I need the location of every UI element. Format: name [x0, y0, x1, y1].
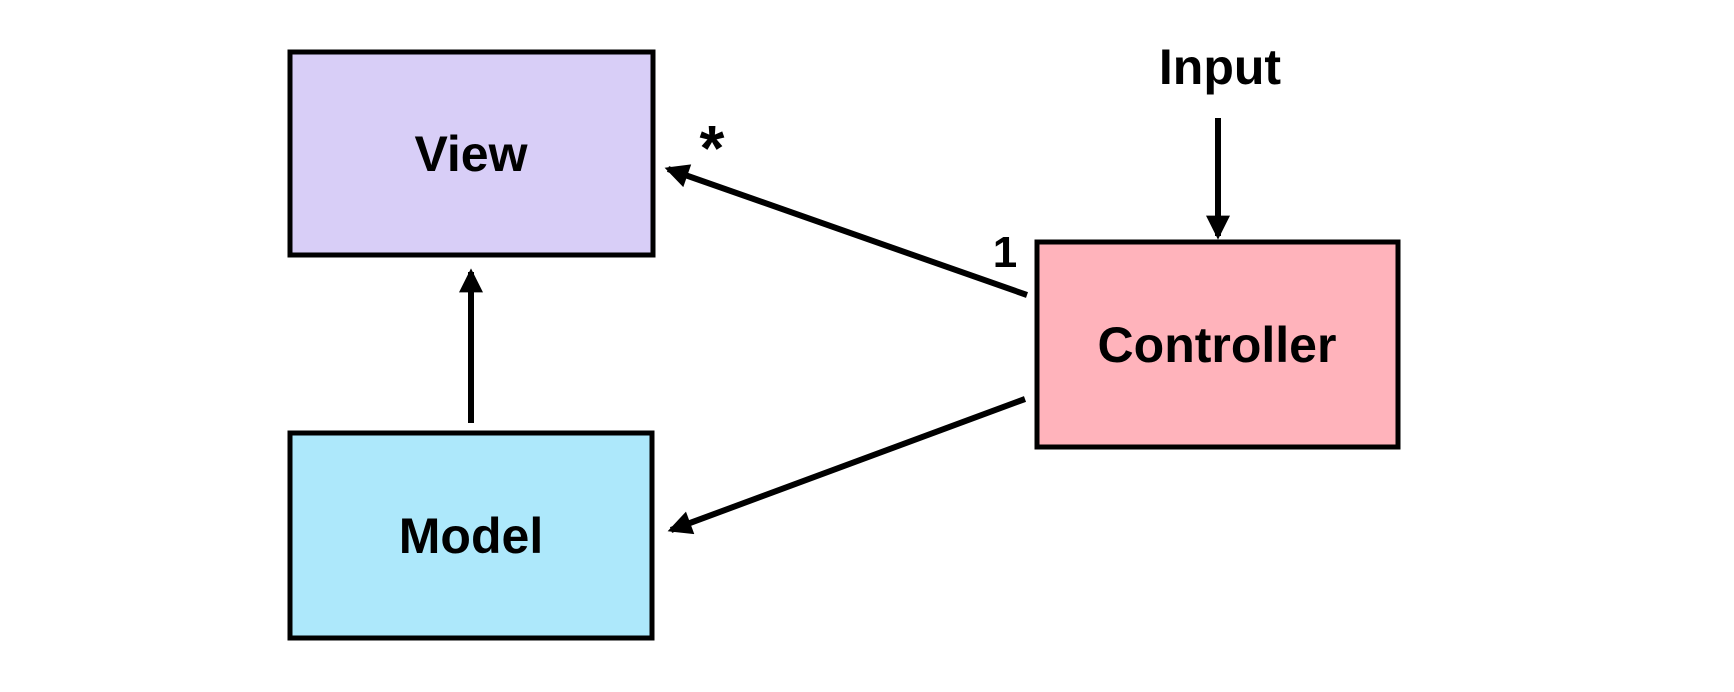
node-model: [287, 430, 655, 641]
input-label: Input: [1159, 39, 1282, 95]
controller-to-model-arrow: [667, 396, 1027, 535]
node-controller-label: Controller: [1098, 317, 1337, 373]
multiplicity-one-label: 1: [993, 228, 1017, 277]
edge-controller-to-model: [667, 396, 1027, 535]
node-controller: [1034, 239, 1401, 450]
node-model-label: Model: [399, 508, 543, 564]
controller-to-view-arrow: [664, 164, 1028, 298]
node-view: [287, 49, 656, 258]
multiplicity-many-label: *: [700, 112, 725, 184]
node-view-label: View: [414, 126, 527, 182]
edge-controller-to-view: [664, 164, 1028, 298]
